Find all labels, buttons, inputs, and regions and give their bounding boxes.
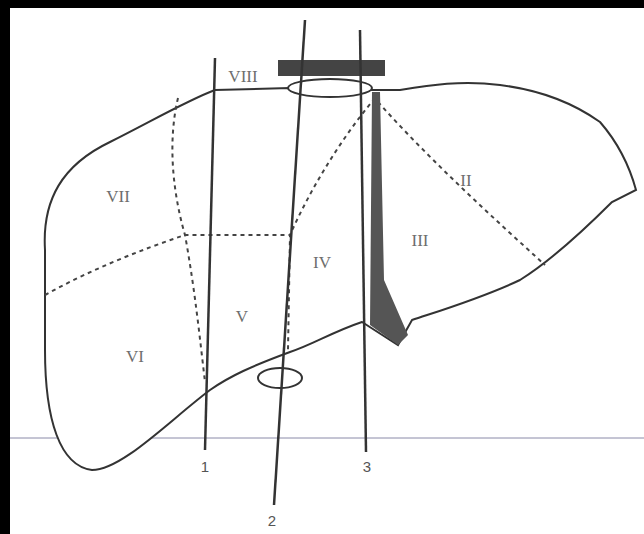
segment-label: VI: [126, 348, 144, 365]
segment-label: V: [236, 308, 248, 325]
segment-label: VII: [106, 188, 130, 205]
plane-lines: [205, 20, 366, 505]
gallbladder: [258, 368, 302, 388]
ligamentum-teres: [370, 92, 408, 345]
callout-number: 3: [363, 459, 371, 474]
callout-number: 1: [201, 459, 209, 474]
segment-label: II: [460, 172, 471, 189]
callout-number: 2: [268, 513, 276, 528]
vena-cava: [278, 60, 385, 76]
white-ground: [10, 8, 644, 534]
liver-outline: [45, 83, 636, 470]
segment-label: VIII: [228, 68, 257, 85]
segment-label: IV: [313, 254, 331, 271]
segment-label: III: [412, 232, 429, 249]
segment-boundaries: [45, 98, 545, 382]
